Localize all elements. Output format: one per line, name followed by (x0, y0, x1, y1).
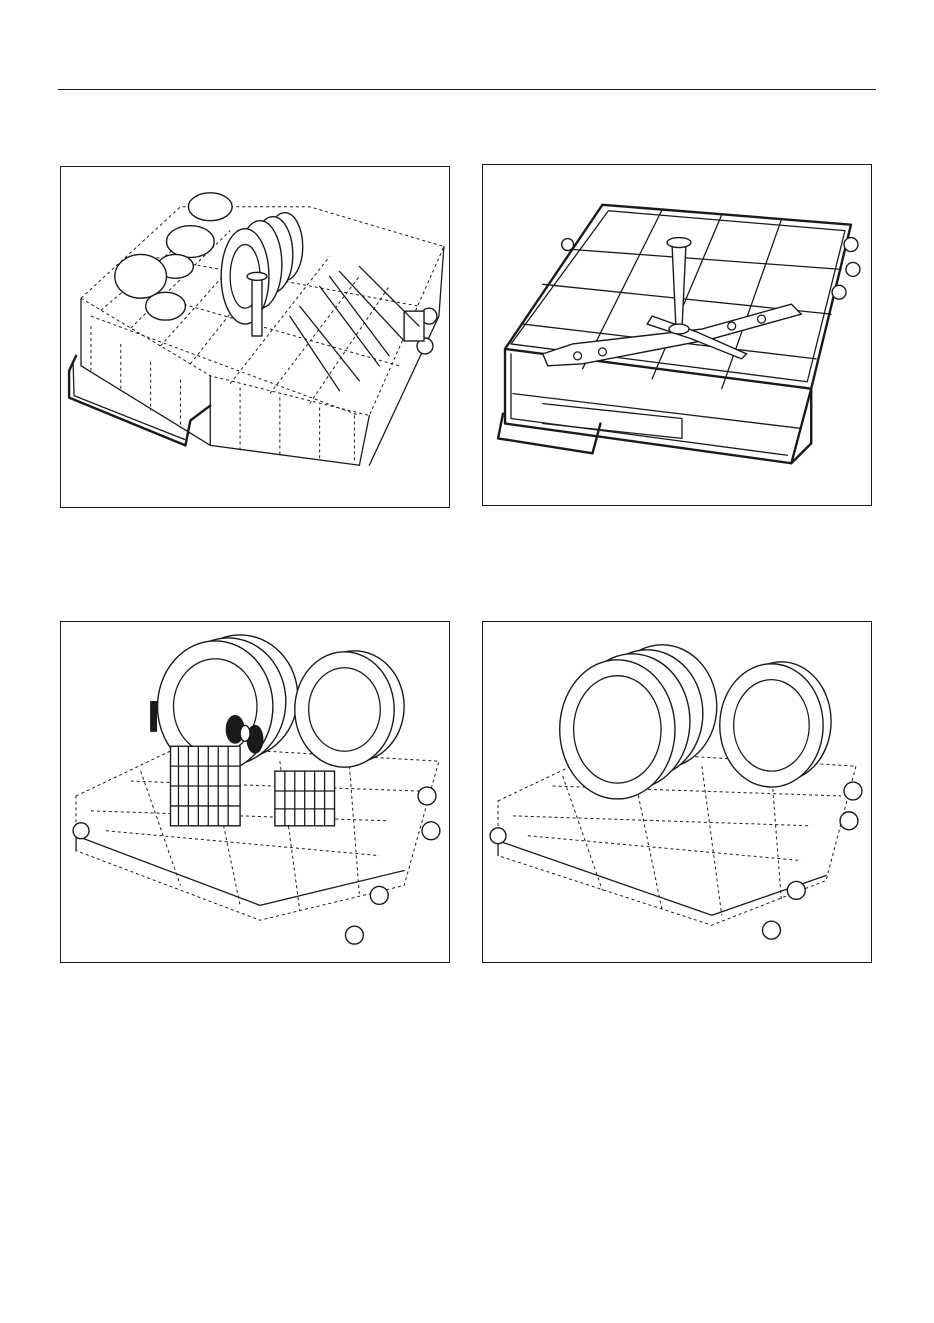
upper-basket-with-dishes-illustration (61, 167, 449, 507)
lower-basket-with-plates-illustration (483, 622, 871, 962)
figure-upper-basket-loaded (60, 166, 450, 508)
figure-basket-spray-arm (482, 164, 872, 506)
empty-basket-with-spray-arm-illustration (483, 165, 871, 505)
lower-basket-with-plates-and-cutlery-illustration (61, 622, 449, 962)
figure-lower-basket-plates-cutlery (60, 621, 450, 963)
figure-lower-basket-plates (482, 621, 872, 963)
header-rule (58, 89, 876, 90)
